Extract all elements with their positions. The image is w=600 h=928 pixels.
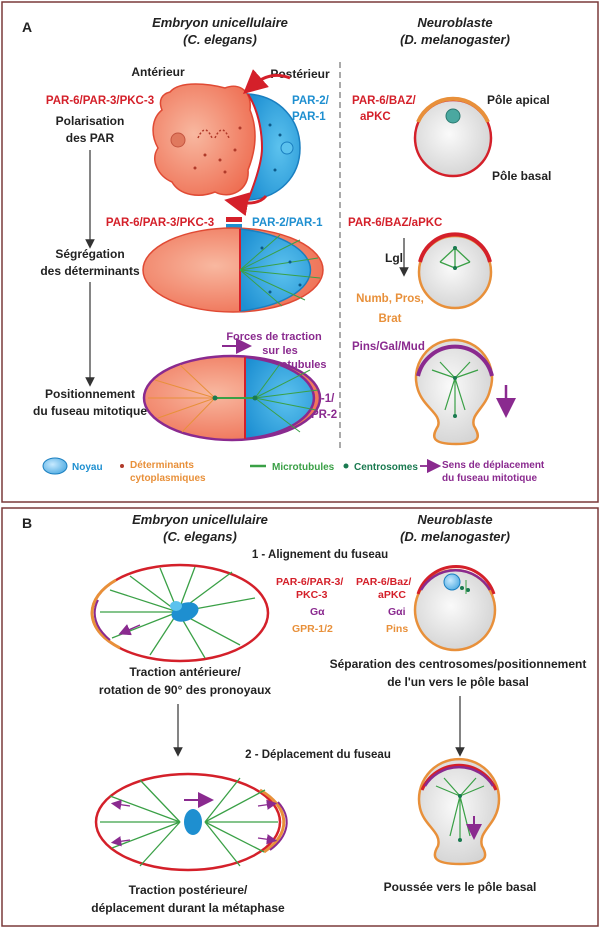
col2-title-2: (D. melanogaster) xyxy=(400,32,510,47)
par-bar-blue xyxy=(226,224,242,229)
label-par1: PAR-1 xyxy=(292,111,326,123)
legend-noyau: Noyau xyxy=(72,462,103,473)
b-col2-title-1: Neuroblaste xyxy=(417,512,492,527)
b-label-par6-baz: PAR-6/Baz/ xyxy=(356,576,411,588)
label-polarisation-1: Polarisation xyxy=(56,114,125,128)
legend-centrosome-icon xyxy=(343,463,349,469)
b-step-1: 1 - Alignement du fuseau xyxy=(252,549,388,561)
label-pins-gal-mud: Pins/Gal/Mud xyxy=(352,341,425,353)
legend-noyau-icon xyxy=(42,457,68,475)
label-positionnement-1: Positionnement xyxy=(45,387,135,401)
panel-b-frame xyxy=(1,507,599,927)
label-segregation-1: Ségrégation xyxy=(55,247,124,261)
label-numb: Numb, Pros, xyxy=(356,293,424,305)
label-apkc: aPKC xyxy=(360,111,391,123)
col1-title-1: Embryon unicellulaire xyxy=(152,15,288,30)
label-pole-basal: Pôle basal xyxy=(492,169,551,183)
b-label-apkc: aPKC xyxy=(378,589,406,601)
panel-b-letter: B xyxy=(22,515,32,531)
legend: Noyau Déterminants cytoplasmiques Microt… xyxy=(22,454,582,490)
label-par6-par3-pkc3-row2: PAR-6/PAR-3/PKC-3 xyxy=(106,217,214,229)
b-col1-title-2: (C. elegans) xyxy=(163,529,237,544)
label-pole-apical: Pôle apical xyxy=(487,93,550,107)
label-brat: Brat xyxy=(378,313,401,325)
par-bar-red xyxy=(226,217,242,222)
b-label-pins: Pins xyxy=(386,623,408,635)
label-par6-baz-apkc: PAR-6/BAZ/aPKC xyxy=(348,217,442,229)
b-label-gca: Gα xyxy=(310,606,325,618)
legend-det-icon xyxy=(120,464,124,468)
panel-a-letter: A xyxy=(22,19,32,35)
col1-title-2: (C. elegans) xyxy=(183,32,257,47)
b-label-pkc3: PKC-3 xyxy=(296,589,328,601)
label-lgl: Lgl xyxy=(385,251,403,265)
b-neuroblast-deplacement xyxy=(417,757,501,866)
b-step-2: 2 - Déplacement du fuseau xyxy=(245,749,391,761)
label-positionnement-2: du fuseau mitotique xyxy=(33,404,147,418)
b-embryo-deplacement xyxy=(94,772,288,872)
embryo-segregation xyxy=(142,227,324,313)
b-separation-2: de l'un vers le pôle basal xyxy=(387,675,529,689)
b-neuroblast-alignement xyxy=(413,564,497,652)
label-par2: PAR-2/ xyxy=(292,95,330,107)
b-traction-ant-2: rotation de 90° des pronoyaux xyxy=(99,683,271,697)
legend-sens-1: Sens de déplacement xyxy=(442,460,545,471)
b-label-gai: Gαi xyxy=(388,606,406,618)
b-traction-ant-1: Traction antérieure/ xyxy=(129,665,241,679)
label-forces-1: Forces de traction xyxy=(226,331,322,343)
b-separation-1: Séparation des centrosomes/positionnemen… xyxy=(330,657,587,671)
label-segregation-2: des déterminants xyxy=(40,264,140,278)
label-par6-baz: PAR-6/BAZ/ xyxy=(352,95,416,107)
legend-sens-2: du fuseau mitotique xyxy=(442,473,537,484)
label-anterieur: Antérieur xyxy=(131,65,185,79)
neuroblast-segregation xyxy=(399,232,493,310)
b-label-par6-par3: PAR-6/PAR-3/ xyxy=(276,576,343,588)
label-forces-2: sur les xyxy=(262,345,297,357)
b-poussee: Poussée vers le pôle basal xyxy=(384,880,537,894)
embryo-polarisation xyxy=(152,69,301,216)
embryo-positionnement xyxy=(142,354,322,442)
neuroblast-positionnement xyxy=(414,338,516,446)
b-traction-post-2: déplacement durant la métaphase xyxy=(91,901,285,915)
label-par6-par3-pkc3: PAR-6/PAR-3/PKC-3 xyxy=(46,95,154,107)
b-col2-title-2: (D. melanogaster) xyxy=(400,529,510,544)
col2-title-1: Neuroblaste xyxy=(417,15,492,30)
legend-det-2: cytoplasmiques xyxy=(130,473,206,484)
legend-det-1: Déterminants xyxy=(130,460,194,471)
b-traction-post-1: Traction postérieure/ xyxy=(129,883,248,897)
label-par2-par1: PAR-2/PAR-1 xyxy=(252,217,323,229)
label-polarisation-2: des PAR xyxy=(66,131,115,145)
legend-centrosomes: Centrosomes xyxy=(354,462,418,473)
b-embryo-alignement xyxy=(90,563,270,663)
neuroblast-polarisation xyxy=(413,96,493,178)
b-col1-title-1: Embryon unicellulaire xyxy=(132,512,268,527)
legend-microtubules: Microtubules xyxy=(272,462,335,473)
b-label-gpr12: GPR-1/2 xyxy=(292,623,333,635)
